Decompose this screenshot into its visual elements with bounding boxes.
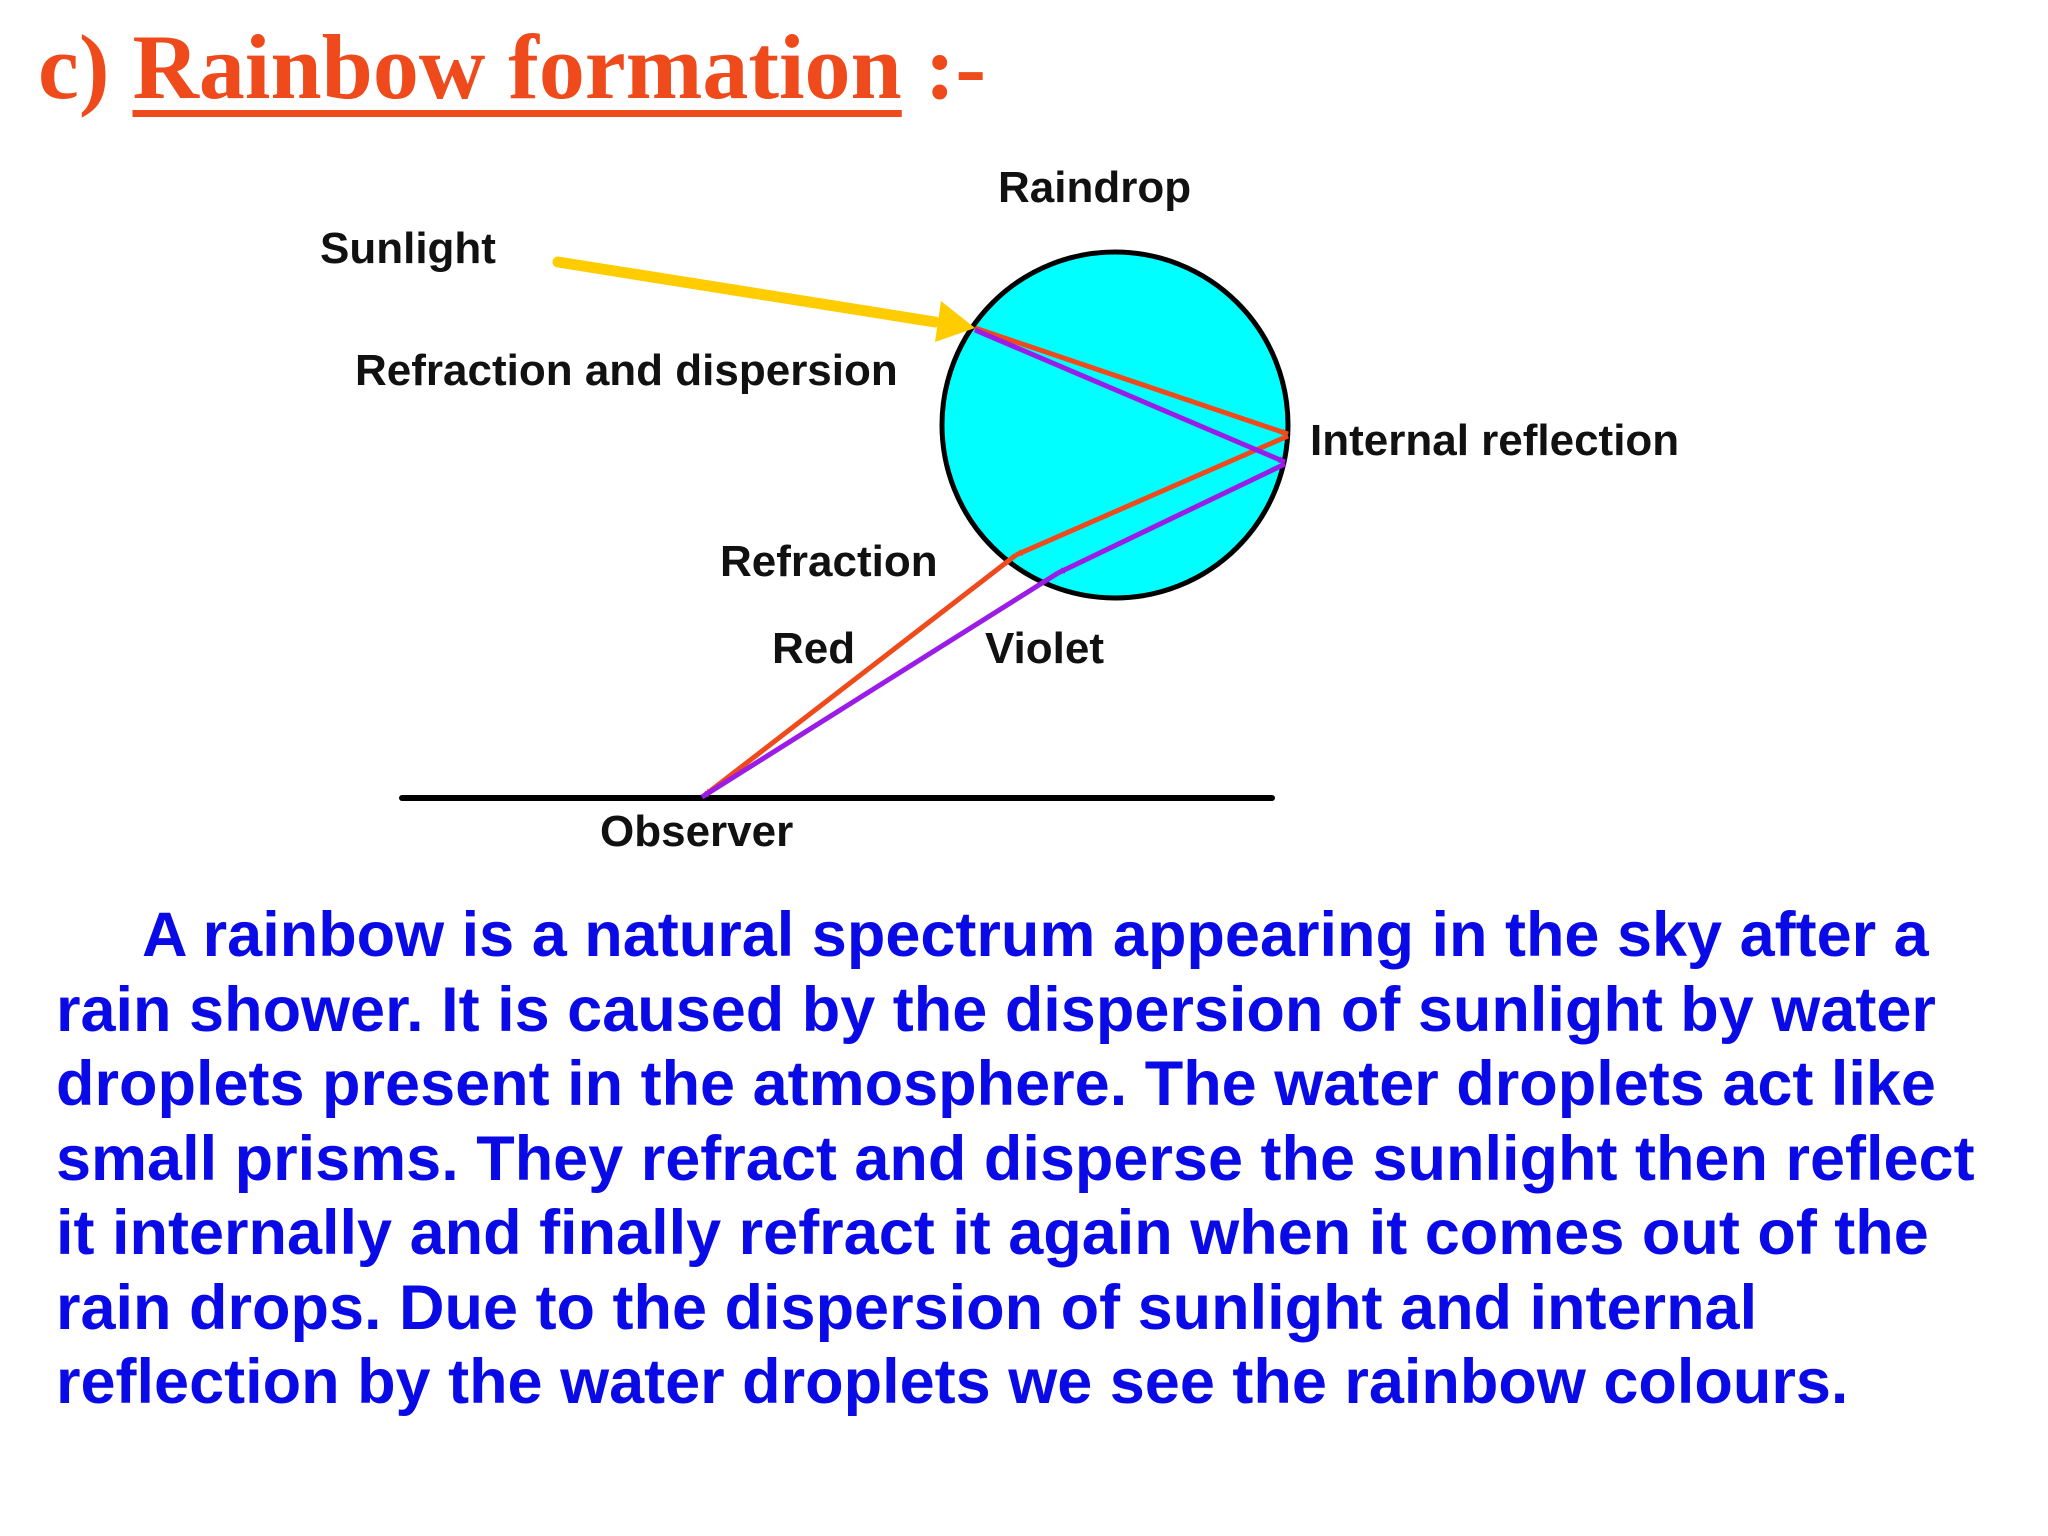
label-violet: Violet bbox=[985, 624, 1104, 673]
label-internal-reflection: Internal reflection bbox=[1310, 416, 1679, 465]
explanation-paragraph: A rainbow is a natural spectrum appearin… bbox=[56, 900, 1975, 1417]
raindrop-circle bbox=[939, 249, 1291, 601]
label-sunlight: Sunlight bbox=[320, 224, 496, 273]
sunlight-arrowhead bbox=[935, 301, 975, 342]
sunlight-ray bbox=[552, 256, 941, 328]
red-ray-to-observer bbox=[703, 553, 1018, 797]
slide-title: c) Rainbow formation :- bbox=[38, 14, 986, 120]
label-refraction-dispersion: Refraction and dispersion bbox=[355, 346, 898, 395]
title-suffix: :- bbox=[901, 16, 987, 118]
label-red: Red bbox=[772, 624, 855, 673]
label-observer: Observer bbox=[600, 807, 793, 856]
red-ray-reflected bbox=[1014, 433, 1290, 558]
violet-ray-reflected bbox=[1056, 461, 1287, 576]
title-main: Rainbow formation bbox=[132, 16, 902, 118]
violet-ray-to-observer bbox=[700, 570, 1060, 800]
red-ray-to-back bbox=[974, 325, 1289, 437]
violet-ray-to-back bbox=[974, 327, 1286, 465]
label-raindrop: Raindrop bbox=[998, 163, 1191, 212]
title-prefix: c) bbox=[38, 16, 133, 118]
label-refraction: Refraction bbox=[720, 537, 938, 586]
